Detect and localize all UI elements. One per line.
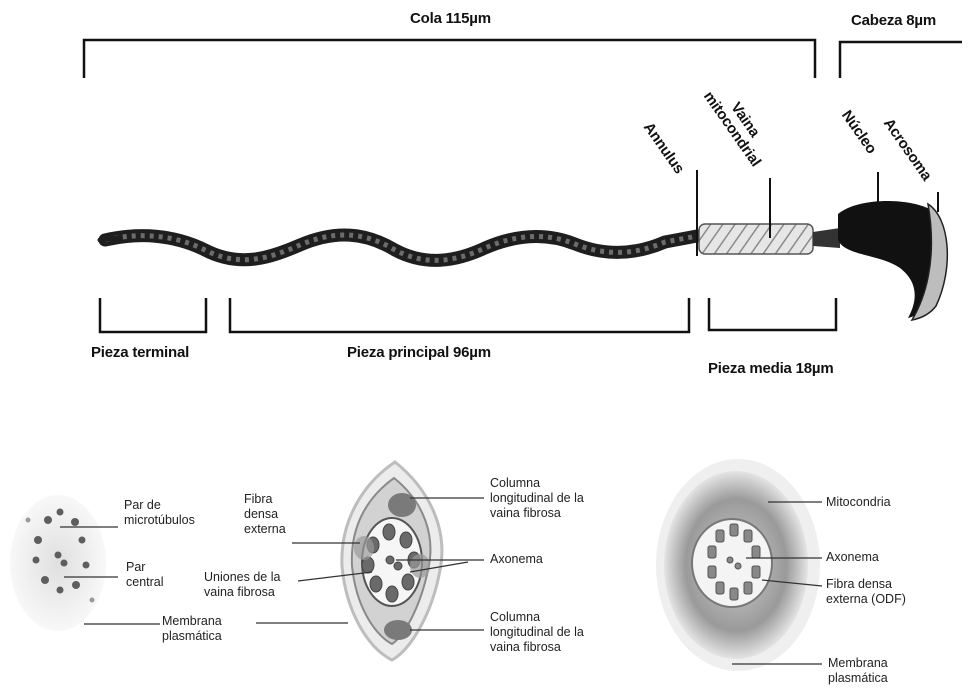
label-pieza-media: Pieza media 18µm: [708, 360, 834, 377]
cs3-membrana: Membrana plasmática: [828, 656, 888, 686]
cs1-par-microtubulos: Par de microtúbulos: [124, 498, 195, 528]
cs1-membrana: Membrana plasmática: [162, 614, 222, 644]
cs2-fibra-densa: Fibra densa externa: [244, 492, 286, 537]
label-pieza-principal: Pieza principal 96µm: [347, 344, 491, 361]
cs3-fibra-densa: Fibra densa externa (ODF): [826, 577, 906, 607]
cs2-columna-top: Columna longitudinal de la vaina fibrosa: [490, 476, 584, 521]
midpiece: [699, 224, 813, 254]
cross-section-3: [656, 459, 822, 671]
cross-section-2: [256, 462, 484, 660]
pieza-media-bracket: [709, 298, 836, 330]
label-pieza-terminal: Pieza terminal: [91, 344, 189, 361]
cabeza-bracket: [840, 42, 962, 78]
cs1-par-central: Par central: [126, 560, 164, 590]
label-cabeza: Cabeza 8µm: [851, 12, 936, 29]
label-cola: Cola 115µm: [410, 10, 491, 27]
cola-bracket: [84, 40, 815, 78]
cs2-columna-bottom: Columna longitudinal de la vaina fibrosa: [490, 610, 584, 655]
pieza-terminal-bracket: [100, 298, 206, 332]
cs3-axonema: Axonema: [826, 550, 879, 565]
cs2-uniones: Uniones de la vaina fibrosa: [204, 570, 280, 600]
pieza-principal-bracket: [230, 298, 689, 332]
cs3-mitocondria: Mitocondria: [826, 495, 891, 510]
cs2-axonema: Axonema: [490, 552, 543, 567]
